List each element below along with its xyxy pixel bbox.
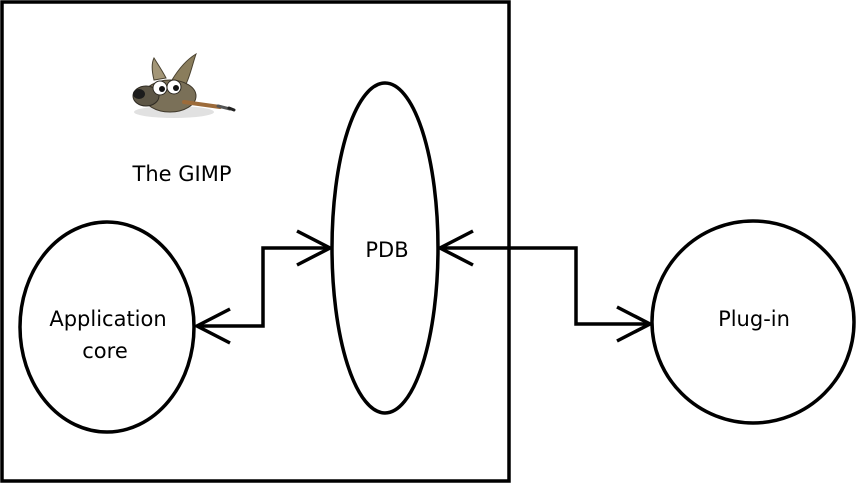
arrowhead-appcore — [193, 307, 231, 345]
gimp-wilber-icon — [132, 52, 236, 118]
arrowhead-plugin — [616, 305, 654, 343]
node-pdb — [330, 81, 440, 415]
node-application-core-label-line2: core — [82, 339, 128, 363]
node-pdb-label: PDB — [365, 238, 408, 262]
node-plug-in-label: Plug-in — [718, 307, 790, 331]
gimp-container-label: The GIMP — [132, 162, 232, 186]
arrowhead-pdb-left — [296, 229, 334, 267]
node-plug-in — [650, 219, 856, 425]
node-application-core-label-line1: Application — [49, 307, 166, 331]
connector-appcore-pdb — [197, 246, 330, 328]
connector-pdb-plugin — [440, 246, 650, 326]
node-application-core — [18, 220, 196, 434]
arrowhead-pdb-right — [436, 229, 474, 267]
